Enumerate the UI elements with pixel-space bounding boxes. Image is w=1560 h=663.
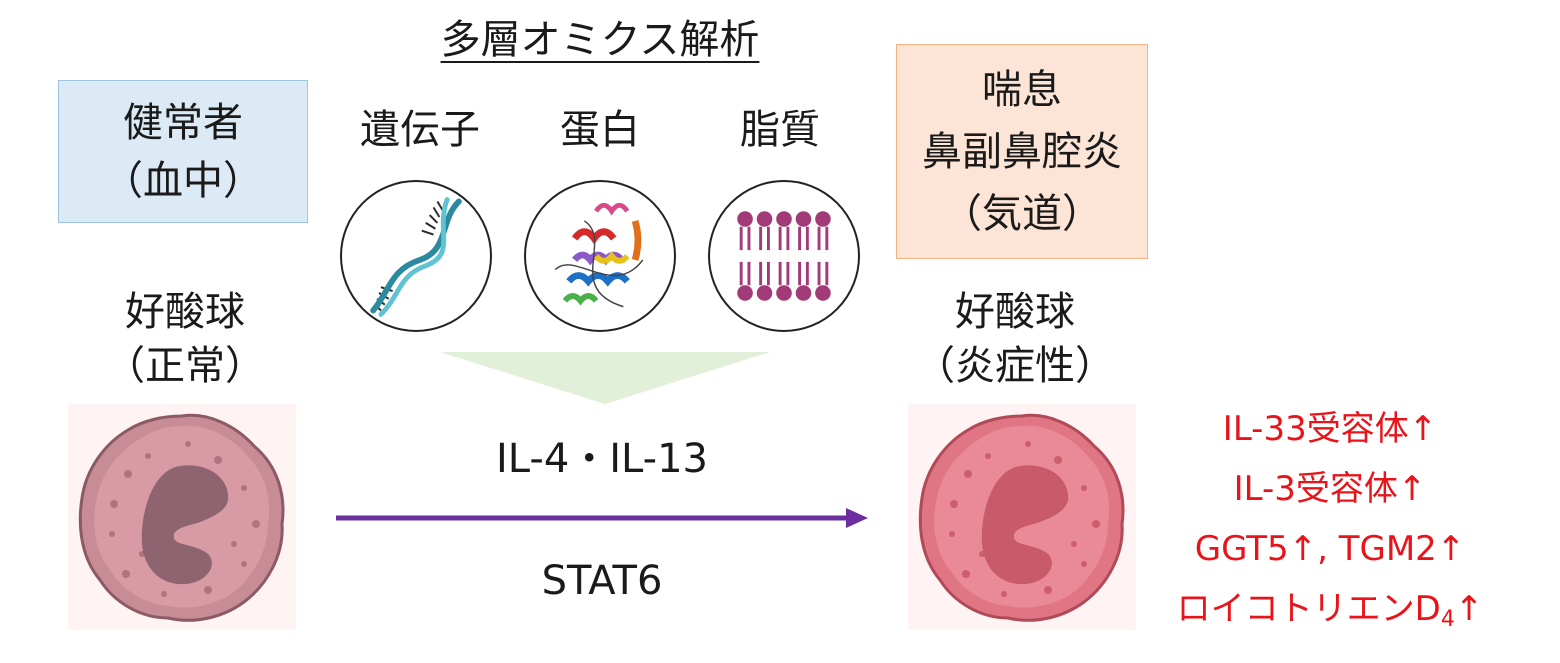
marker-leukotriene-text: ロイコトリエンD (1176, 589, 1441, 629)
healthy-box-line2: （血中） (103, 157, 263, 204)
omics-label-lipid: 脂質 (740, 107, 820, 153)
inflamed-cell-label-line2: （炎症性） (915, 343, 1115, 389)
normal-eosinophil-icon (68, 404, 296, 630)
marker-ggt5-tgm2: GGT5↑, TGM2↑ (1194, 529, 1466, 569)
disease-box-line3: （気道） (942, 190, 1102, 237)
funnel-triangle (440, 352, 770, 404)
disease-box-line2: 鼻副鼻腔炎 (922, 128, 1122, 175)
normal-cell-label-line2: （正常） (105, 343, 265, 389)
healthy-box: 健常者 （血中） (58, 80, 308, 223)
marker-leukotriene-subscript: 4 (1440, 607, 1455, 632)
disease-box-line1: 喘息 (982, 66, 1062, 113)
marker-il33-receptor: IL-33受容体↑ (1222, 409, 1438, 449)
normal-cell-label-line1: 好酸球 (125, 289, 245, 335)
pathway-label-cytokines: IL-4・IL-13 (496, 436, 708, 482)
pathway-arrow (336, 508, 868, 528)
disease-box: 喘息 鼻副鼻腔炎 （気道） (896, 44, 1148, 259)
inflamed-cell-label-line1: 好酸球 (955, 289, 1075, 335)
lipid-bilayer-icon (708, 180, 860, 332)
dna-helix-icon (340, 180, 492, 332)
omics-label-gene: 遺伝子 (360, 107, 480, 153)
pathway-label-stat6: STAT6 (541, 558, 663, 604)
marker-il3-receptor: IL-3受容体↑ (1233, 469, 1427, 509)
omics-label-protein: 蛋白 (560, 107, 640, 153)
marker-leukotriene-d4: ロイコトリエンD4↑ (1130, 580, 1530, 649)
page-title: 多層オミクス解析 (440, 17, 760, 63)
healthy-box-line1: 健常者 (123, 99, 243, 146)
marker-leukotriene-suffix: ↑ (1454, 589, 1484, 629)
protein-structure-icon (524, 180, 676, 332)
inflamed-eosinophil-icon (908, 404, 1136, 630)
